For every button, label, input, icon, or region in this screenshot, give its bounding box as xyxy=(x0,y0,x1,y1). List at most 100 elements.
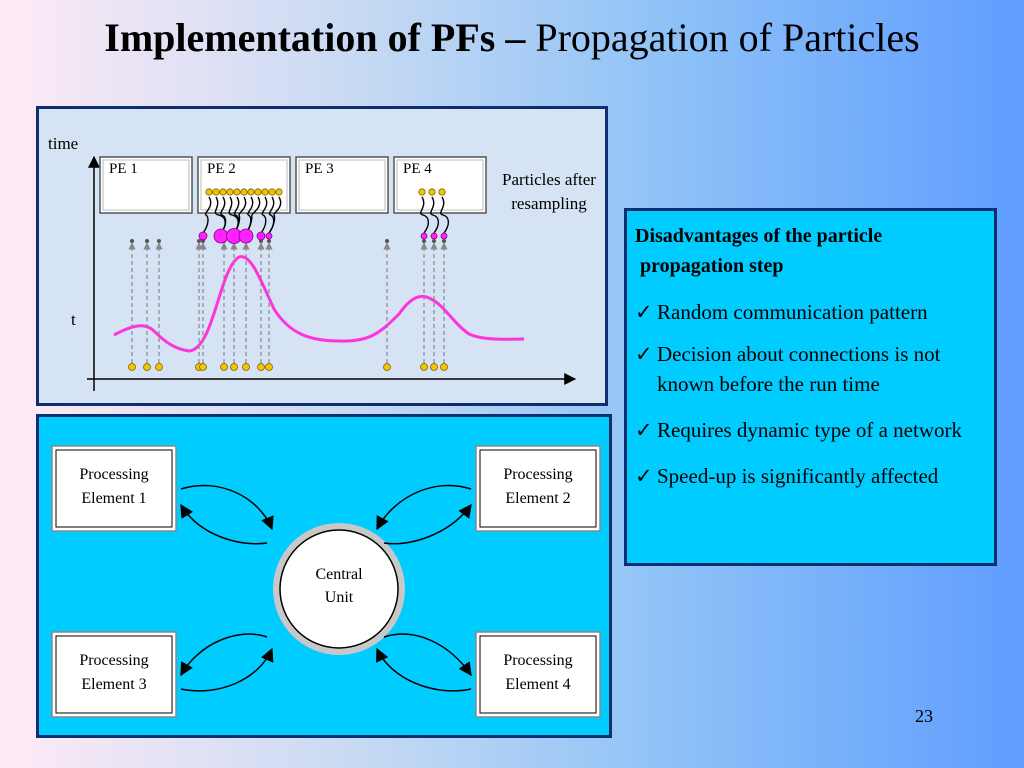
resampled-node xyxy=(430,232,438,240)
communication-link xyxy=(260,196,268,234)
propagated-particle-dot xyxy=(432,239,436,243)
timeline-svg: time t PE 1 PE 2 PE 3 PE 4 Particles aft… xyxy=(48,134,596,391)
resampled-node xyxy=(198,231,208,241)
pe4-line1: Processing xyxy=(503,652,572,669)
disadvantage-item-4: ✓Speed-up is significantly affected xyxy=(635,461,986,491)
pe4-line2: Element 4 xyxy=(505,676,570,693)
particle-dot xyxy=(242,363,250,371)
pe-label-3: PE 3 xyxy=(305,161,334,177)
link-pe1-central xyxy=(180,484,274,545)
particle-dot xyxy=(440,363,448,371)
pe-particle-dot xyxy=(418,188,426,196)
pe-particle-dot xyxy=(205,188,213,196)
disadvantage-text-3: Requires dynamic type of a network xyxy=(657,418,962,442)
disadvantage-item-3: ✓Requires dynamic type of a network xyxy=(635,415,986,445)
architecture-svg: Central Unit Processing Element 1 Proces… xyxy=(51,445,601,718)
pe1-line1: Processing xyxy=(79,466,148,483)
link-pe2-central xyxy=(376,484,472,545)
resampling-label-line2: resampling xyxy=(511,194,587,213)
processing-element-4: Processing Element 4 xyxy=(475,631,601,718)
communication-link xyxy=(420,196,430,234)
particle-dot xyxy=(128,363,136,371)
checkmark-icon: ✓ xyxy=(635,464,653,488)
pe-particle-dot xyxy=(219,188,227,196)
communication-link xyxy=(202,196,212,234)
time-axis-label: time xyxy=(48,134,78,153)
pe1-line2: Element 1 xyxy=(81,490,146,507)
propagated-particle-dot xyxy=(145,239,149,243)
pe-label-2: PE 2 xyxy=(207,161,236,177)
communication-link xyxy=(268,196,282,234)
pe-box-3: PE 3 xyxy=(295,156,389,214)
propagated-particle-dot xyxy=(442,239,446,243)
link-pe4-central xyxy=(376,633,472,692)
resampled-node xyxy=(213,228,229,244)
pe-particle-dot xyxy=(254,188,262,196)
pe2-line2: Element 2 xyxy=(505,490,570,507)
propagated-particle-dot xyxy=(130,239,134,243)
particle-dot xyxy=(383,363,391,371)
particle-dot xyxy=(420,363,428,371)
resampled-node xyxy=(256,231,266,241)
disadvantage-text-2: Decision about connections is not known … xyxy=(657,342,941,396)
checkmark-icon: ✓ xyxy=(635,342,653,366)
communication-link xyxy=(220,196,227,234)
particle-dot xyxy=(220,363,228,371)
communication-links xyxy=(202,196,450,234)
pe-particle-dot xyxy=(428,188,436,196)
disadvantages-title: Disadvantages of the particle propagatio… xyxy=(635,221,986,281)
resampling-label-line1: Particles after xyxy=(502,170,596,189)
particles-in-pe-boxes xyxy=(205,188,446,196)
particle-propagation-diagram: time t PE 1 PE 2 PE 3 PE 4 Particles aft… xyxy=(36,106,608,406)
resampled-node xyxy=(238,228,254,244)
communication-link xyxy=(233,196,247,234)
pe-box-4: PE 4 xyxy=(393,156,487,214)
communication-link xyxy=(440,196,450,234)
disadvantages-title-line1: Disadvantages of the particle xyxy=(635,225,883,247)
pe-box-1: PE 1 xyxy=(99,156,193,214)
particle-dot xyxy=(257,363,265,371)
processing-element-2: Processing Element 2 xyxy=(475,445,601,532)
disadvantage-text-4: Speed-up is significantly affected xyxy=(657,464,939,488)
propagated-particle-dot xyxy=(267,239,271,243)
resampled-node xyxy=(420,232,428,240)
particle-dot xyxy=(155,363,163,371)
particle-dot xyxy=(143,363,151,371)
pe-particle-dot xyxy=(268,188,276,196)
pe-particle-dot xyxy=(247,188,255,196)
link-pe3-central xyxy=(180,633,274,692)
disadvantage-item-1: ✓Random communication pattern xyxy=(635,297,986,327)
central-unit-architecture: Central Unit Processing Element 1 Proces… xyxy=(36,414,612,738)
disadvantages-title-line2: propagation step xyxy=(635,255,784,277)
particle-dot xyxy=(230,363,238,371)
pe3-line2: Element 3 xyxy=(81,676,146,693)
pe-box-2: PE 2 xyxy=(197,156,291,214)
particle-dot xyxy=(265,363,273,371)
propagated-particle-dot xyxy=(385,239,389,243)
processing-element-1: Processing Element 1 xyxy=(51,445,177,532)
particle-dot xyxy=(199,363,207,371)
pe-particle-dot xyxy=(233,188,241,196)
particle-dot xyxy=(430,363,438,371)
page-number: 23 xyxy=(915,706,933,726)
disadvantages-box: Disadvantages of the particle propagatio… xyxy=(624,208,997,566)
disadvantage-text-1: Random communication pattern xyxy=(657,300,928,324)
pe-particle-dot xyxy=(240,188,248,196)
pe3-line1: Processing xyxy=(79,652,148,669)
propagated-particle-dot xyxy=(157,239,161,243)
pe-particle-dot xyxy=(275,188,283,196)
pe-particle-dot xyxy=(261,188,269,196)
processing-element-3: Processing Element 3 xyxy=(51,631,177,718)
pe-particle-dot xyxy=(212,188,220,196)
disadvantage-item-2: ✓Decision about connections is not known… xyxy=(635,339,986,399)
central-unit-line1: Central xyxy=(315,566,363,583)
particles-at-t xyxy=(128,363,448,371)
t-label: t xyxy=(71,310,76,329)
communication-link xyxy=(430,196,440,234)
central-unit: Central Unit xyxy=(273,523,405,655)
resampled-node xyxy=(440,232,448,240)
title-bold: Implementation of PFs – xyxy=(104,15,526,60)
checkmark-icon: ✓ xyxy=(635,418,653,442)
resampled-particle-nodes xyxy=(198,228,448,244)
propagated-particle-dot xyxy=(197,239,201,243)
